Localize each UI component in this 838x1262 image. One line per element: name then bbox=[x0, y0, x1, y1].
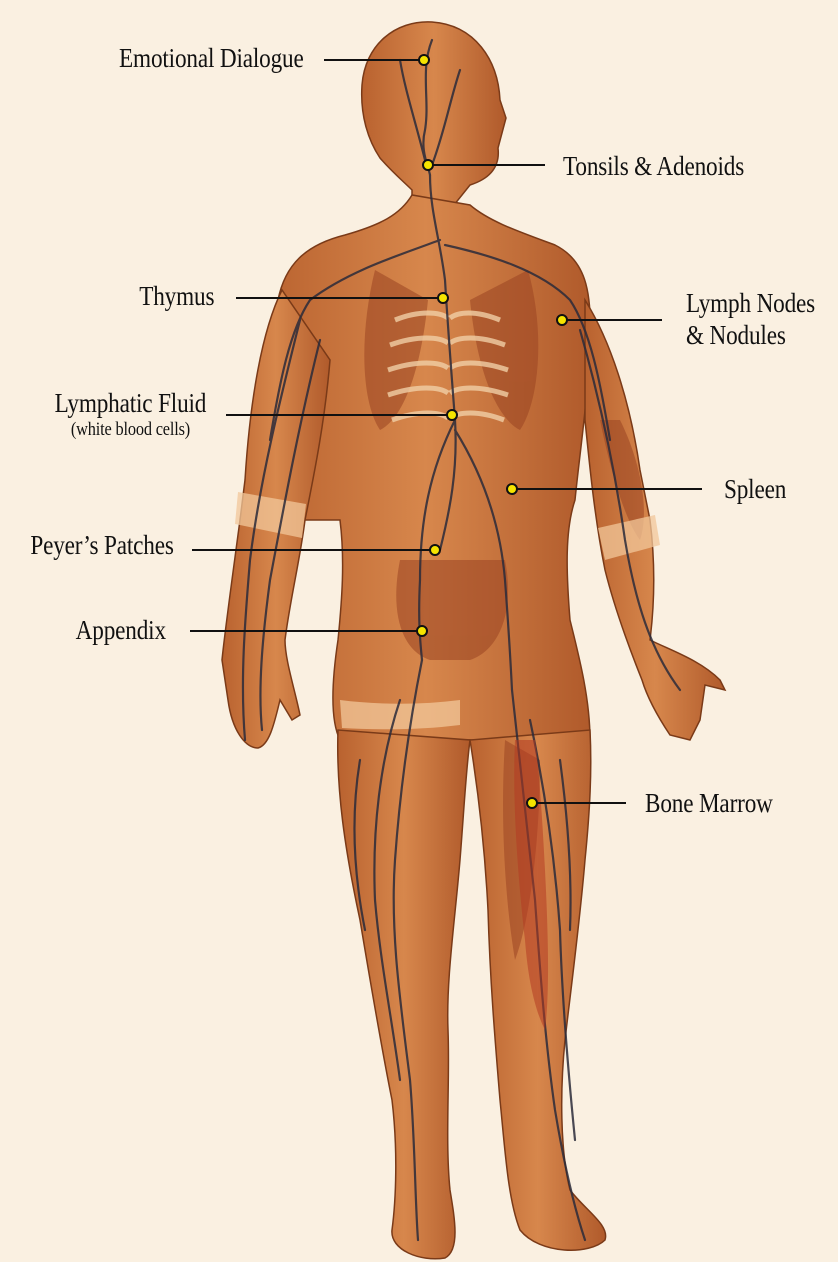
marker-emotional-dialogue bbox=[418, 54, 430, 66]
label-lymph-nodes: Lymph Nodes & Nodules bbox=[686, 287, 815, 351]
marker-lymphatic-fluid bbox=[446, 409, 458, 421]
leader-peyers-patches bbox=[192, 549, 435, 551]
label-emotional-dialogue: Emotional Dialogue bbox=[119, 42, 304, 74]
marker-lymph-nodes bbox=[556, 314, 568, 326]
leader-emotional-dialogue bbox=[324, 59, 424, 61]
marker-appendix bbox=[416, 625, 428, 637]
marker-spleen bbox=[506, 483, 518, 495]
leader-spleen bbox=[512, 488, 702, 490]
label-spleen: Spleen bbox=[724, 473, 786, 505]
leader-tonsils-adenoids bbox=[428, 164, 545, 166]
marker-thymus bbox=[437, 292, 449, 304]
marker-tonsils-adenoids bbox=[422, 159, 434, 171]
leader-thymus bbox=[236, 297, 443, 299]
lymph-nodes-line2: & Nodules bbox=[686, 320, 786, 350]
marker-bone-marrow bbox=[526, 797, 538, 809]
leader-bone-marrow bbox=[532, 802, 626, 804]
label-thymus: Thymus bbox=[139, 280, 214, 312]
label-appendix: Appendix bbox=[76, 614, 166, 646]
lymph-nodes-line1: Lymph Nodes bbox=[686, 288, 815, 318]
marker-peyers-patches bbox=[429, 544, 441, 556]
label-bone-marrow: Bone Marrow bbox=[645, 787, 773, 819]
leader-lymph-nodes bbox=[562, 319, 662, 321]
label-peyers-patches: Peyer’s Patches bbox=[31, 529, 174, 561]
label-tonsils-adenoids: Tonsils & Adenoids bbox=[563, 150, 744, 182]
lymphatic-fluid-title: Lymphatic Fluid bbox=[54, 388, 206, 418]
leader-lymphatic-fluid bbox=[226, 414, 452, 416]
leader-appendix bbox=[190, 630, 422, 632]
label-lymphatic-fluid: Lymphatic Fluid (white blood cells) bbox=[54, 387, 206, 441]
lymphatic-fluid-note: (white blood cells) bbox=[54, 419, 206, 441]
